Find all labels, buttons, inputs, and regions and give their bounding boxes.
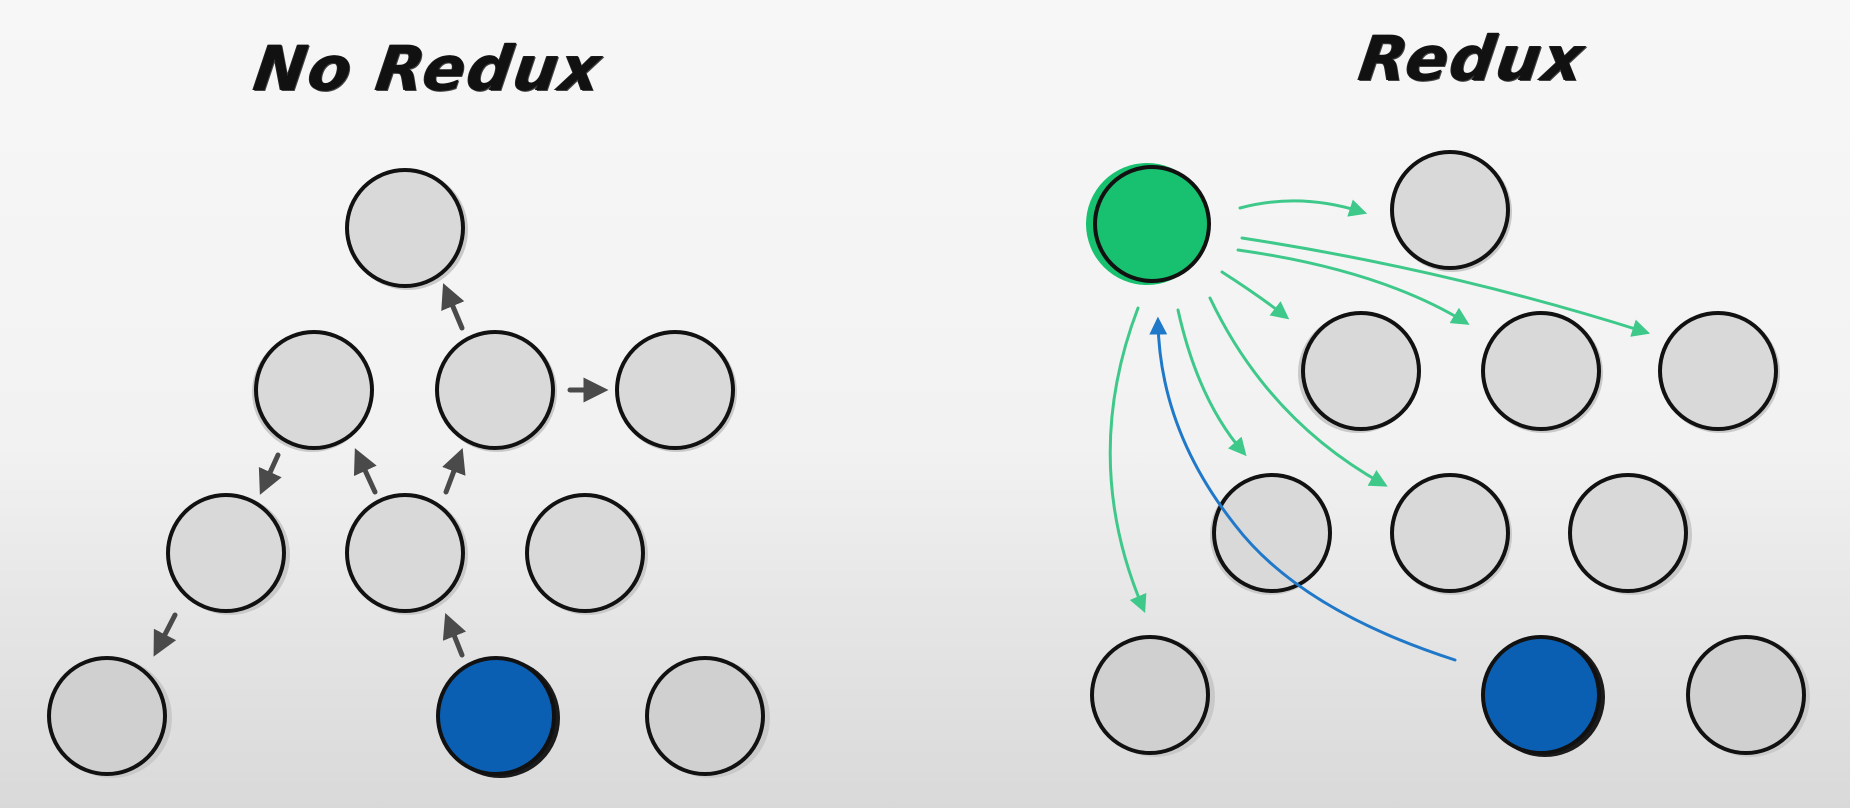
arrow-store-to-r-row2-right <box>1240 236 1651 337</box>
node-row4-left <box>47 656 172 778</box>
node-r-row2-right <box>1658 311 1780 433</box>
node-r-row3-right <box>1568 473 1692 595</box>
node-row3-center <box>345 493 468 615</box>
node-row2-right <box>615 330 737 452</box>
node-top <box>345 168 468 290</box>
arrow-row2-center-to-top <box>441 283 465 331</box>
node-r-row4-left <box>1090 635 1215 757</box>
node-r-blue-source <box>1481 635 1605 757</box>
arrow-store-to-r-row4-left <box>1108 306 1147 613</box>
arrow-row3-center-to-row2-center <box>442 447 466 495</box>
node-row2-left <box>252 330 374 452</box>
node-r-row4-right <box>1686 635 1810 757</box>
node-row2-center <box>435 330 557 452</box>
node-store-green <box>1086 163 1211 285</box>
arrow-blue-to-row3-center <box>442 613 467 658</box>
node-blue-source <box>436 656 560 778</box>
arrow-store-to-r-top <box>1238 199 1368 217</box>
arrow-blue-to-store <box>1149 316 1457 662</box>
node-r-top <box>1390 150 1512 272</box>
node-r-row3-center <box>1390 473 1512 595</box>
redux-graph <box>1086 150 1810 757</box>
arrow-row3-center-to-row2-left <box>353 448 378 495</box>
arrow-store-to-r-row3-left <box>1176 308 1247 457</box>
no-redux-arrows <box>153 283 609 658</box>
arrow-row3-left-to-row4-left <box>153 612 178 657</box>
no-redux-tree <box>47 168 770 778</box>
node-r-row2-left <box>1298 311 1421 433</box>
node-row3-right <box>525 493 648 615</box>
node-row4-right <box>645 656 770 778</box>
node-r-row3-left <box>1210 473 1332 595</box>
arrow-row2-left-to-row3-left <box>258 452 282 495</box>
arrow-store-to-r-row2-left <box>1220 270 1290 320</box>
arrow-store-to-r-row3-center <box>1208 296 1388 487</box>
node-r-row2-center <box>1481 311 1603 433</box>
redux-green-arrows <box>1108 199 1651 613</box>
node-row3-left <box>166 493 290 615</box>
arrow-store-to-r-row2-center <box>1236 248 1470 325</box>
